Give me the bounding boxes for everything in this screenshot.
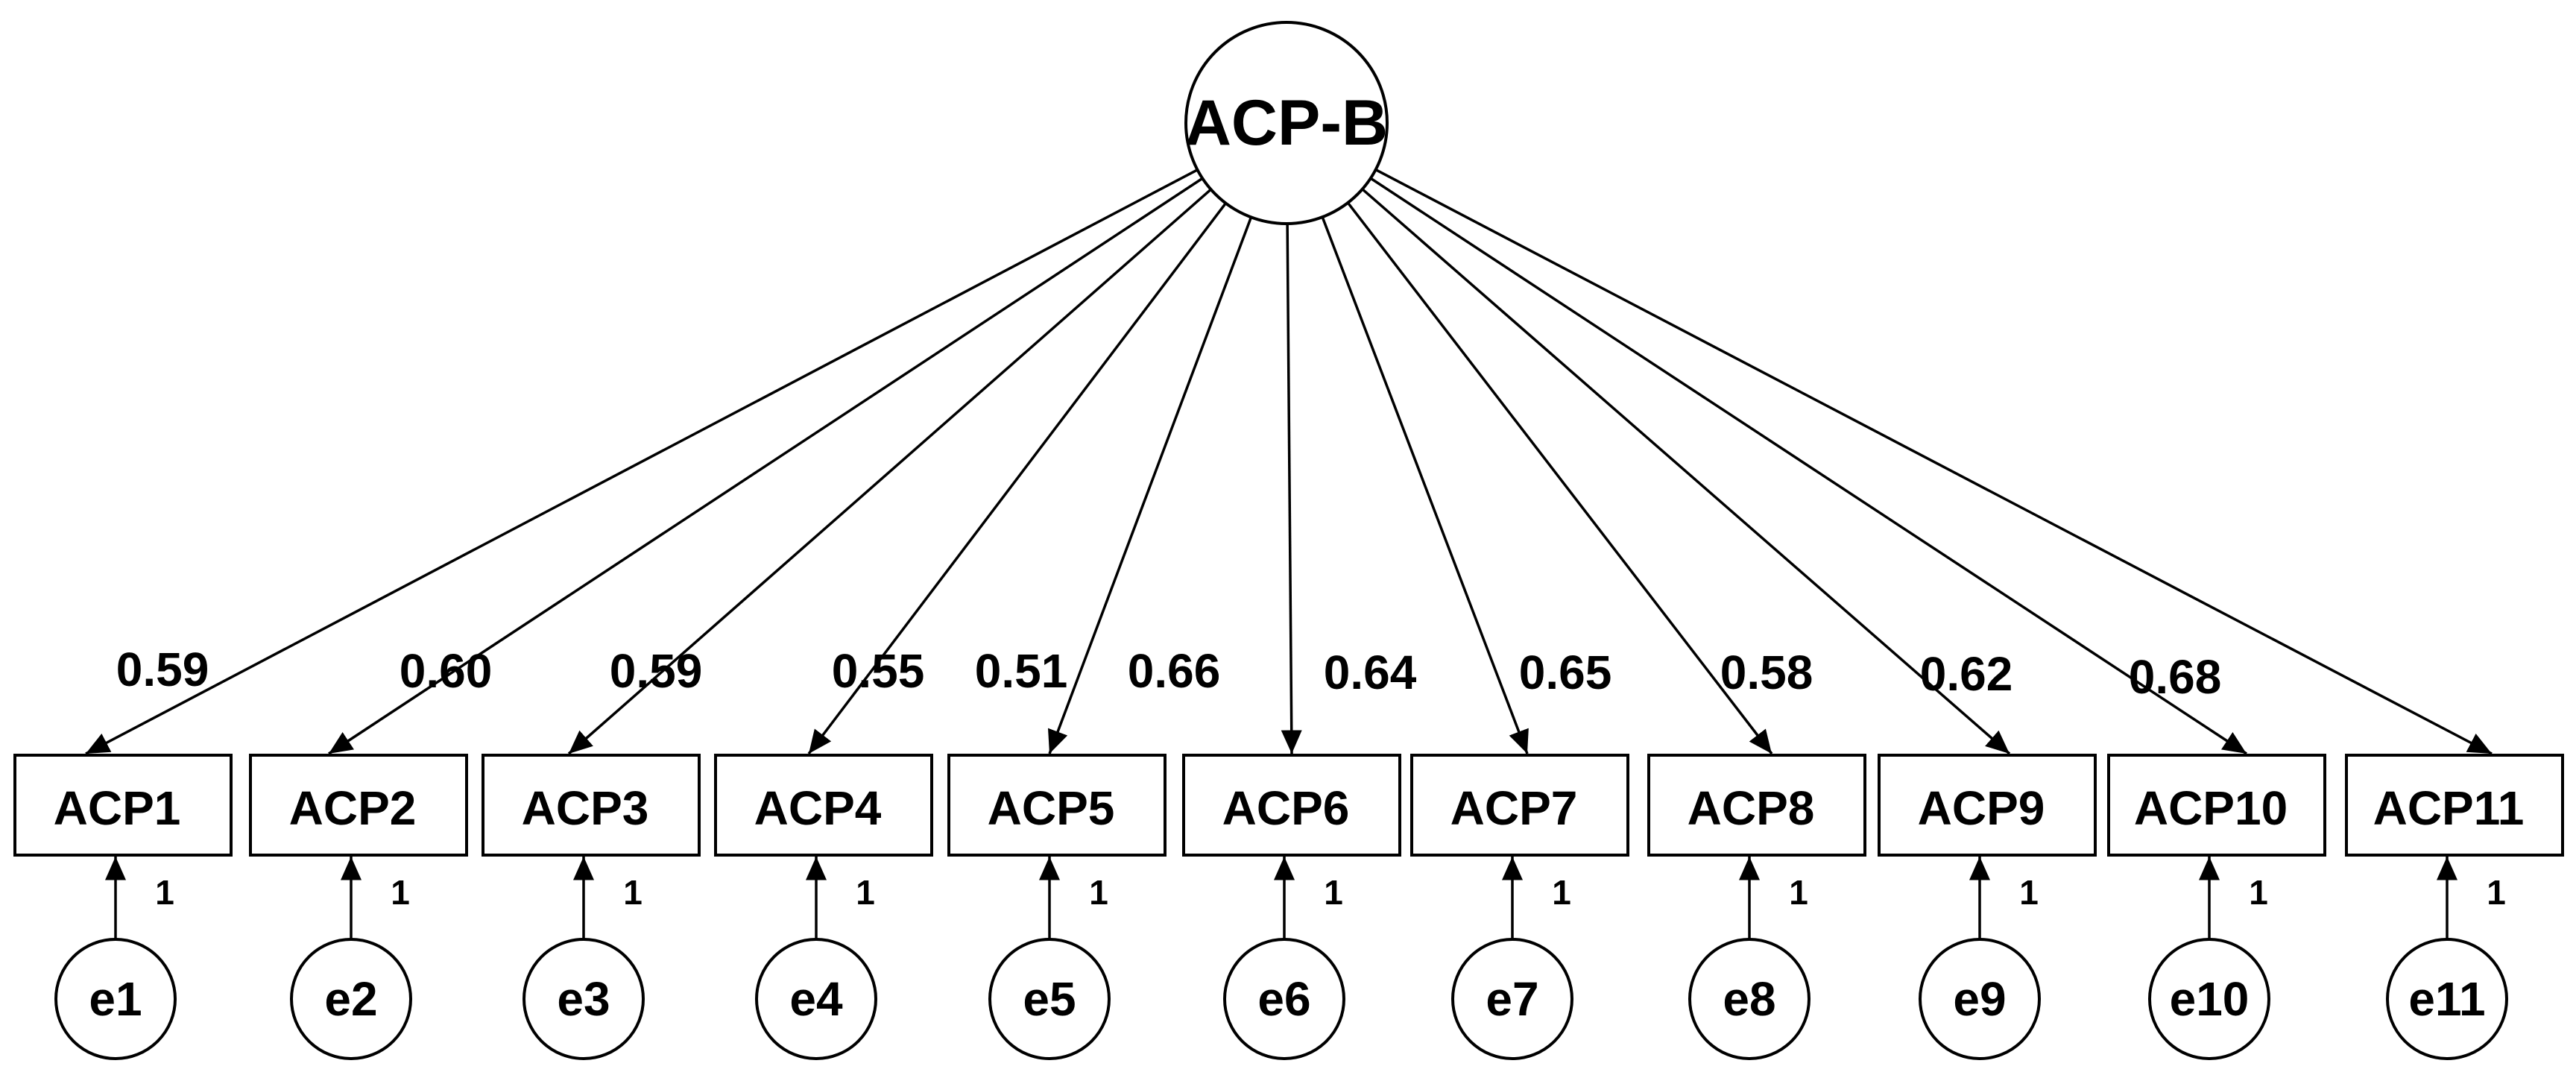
error-circle-e6 xyxy=(1223,938,1345,1060)
error-label-e2: e2 xyxy=(324,972,377,1026)
loading-value-acp5: 0.51 xyxy=(975,644,1068,698)
indicator-label-acp11: ACP11 xyxy=(2373,781,2525,835)
error-path-fixed-e11: 1 xyxy=(2487,873,2506,912)
error-label-e1: e1 xyxy=(89,972,142,1026)
loading-value-acp9: 0.58 xyxy=(1720,646,1813,699)
indicator-label-acp1: ACP1 xyxy=(54,781,181,835)
error-label-e6: e6 xyxy=(1257,972,1310,1026)
latent-label: ACP-B xyxy=(1185,87,1388,159)
error-path-fixed-e8: 1 xyxy=(1789,873,1808,912)
error-circle-e8 xyxy=(1688,938,1811,1060)
indicator-box-acp7 xyxy=(1410,754,1629,857)
error-label-e11: e11 xyxy=(2408,972,2485,1026)
indicator-box-acp8 xyxy=(1647,754,1866,857)
loading-arrow-acp7 xyxy=(1321,216,1529,754)
indicator-box-acp4 xyxy=(714,754,933,857)
loading-arrow-acp1 xyxy=(85,168,1199,755)
loading-value-acp6: 0.66 xyxy=(1128,644,1221,698)
indicator-box-acp11 xyxy=(2345,754,2564,857)
error-circle-e7 xyxy=(1451,938,1573,1060)
latent-circle xyxy=(1184,21,1389,225)
error-circle-e1 xyxy=(54,938,177,1060)
error-path-fixed-e2: 1 xyxy=(391,873,410,912)
loading-arrow-acp4 xyxy=(807,202,1227,755)
loading-value-acp1: 0.59 xyxy=(116,643,209,696)
indicator-label-acp5: ACP5 xyxy=(988,781,1115,835)
loading-arrow-acp3 xyxy=(567,188,1212,755)
error-label-e9: e9 xyxy=(1953,972,2006,1026)
error-circle-e5 xyxy=(988,938,1111,1060)
indicator-box-acp5 xyxy=(947,754,1167,857)
error-label-e7: e7 xyxy=(1486,972,1538,1026)
loading-arrow-acp2 xyxy=(328,177,1204,755)
error-label-e5: e5 xyxy=(1023,972,1076,1026)
loading-value-acp2: 0.60 xyxy=(400,644,493,698)
indicator-box-acp3 xyxy=(482,754,701,857)
loading-arrow-acp8 xyxy=(1346,201,1773,755)
error-label-e3: e3 xyxy=(557,972,610,1026)
indicator-box-acp10 xyxy=(2107,754,2326,857)
loading-arrow-acp6 xyxy=(1281,223,1302,754)
indicator-label-acp6: ACP6 xyxy=(1222,781,1350,835)
loading-arrow-acp9 xyxy=(1361,188,2011,755)
indicator-label-acp3: ACP3 xyxy=(522,781,649,835)
indicator-box-acp1 xyxy=(13,754,233,857)
error-path-fixed-e10: 1 xyxy=(2249,873,2268,912)
indicator-label-acp9: ACP9 xyxy=(1918,781,2045,835)
error-path-fixed-e5: 1 xyxy=(1089,873,1108,912)
error-circle-e10 xyxy=(2148,938,2270,1060)
error-path-fixed-e3: 1 xyxy=(623,873,643,912)
indicator-label-acp10: ACP10 xyxy=(2134,781,2288,835)
indicator-label-acp4: ACP4 xyxy=(754,781,882,835)
loading-value-acp8: 0.65 xyxy=(1519,646,1612,699)
error-label-e8: e8 xyxy=(1723,972,1775,1026)
loading-arrow-acp11 xyxy=(1374,168,2493,755)
error-circle-e3 xyxy=(523,938,645,1060)
loading-arrow-acp10 xyxy=(1369,177,2247,755)
error-circle-e2 xyxy=(290,938,412,1060)
indicator-label-acp8: ACP8 xyxy=(1688,781,1815,835)
loading-arrow-acp5 xyxy=(1047,216,1253,754)
error-path-fixed-e7: 1 xyxy=(1552,873,1571,912)
error-circle-e4 xyxy=(755,938,877,1060)
indicator-label-acp2: ACP2 xyxy=(289,781,417,835)
latent-node: ACP-B xyxy=(1184,21,1389,225)
loading-value-acp3: 0.59 xyxy=(610,644,703,698)
loading-value-acp7: 0.64 xyxy=(1324,646,1417,699)
error-label-e4: e4 xyxy=(789,972,843,1026)
loading-value-acp10: 0.62 xyxy=(1920,647,2013,701)
error-path-fixed-e6: 1 xyxy=(1324,873,1343,912)
error-path-fixed-e1: 1 xyxy=(155,873,174,912)
indicator-box-acp2 xyxy=(249,754,468,857)
indicator-label-acp7: ACP7 xyxy=(1450,781,1578,835)
error-path-fixed-e9: 1 xyxy=(2019,873,2039,912)
loading-value-acp4: 0.55 xyxy=(832,644,925,698)
error-circle-e9 xyxy=(1919,938,2041,1060)
error-path-fixed-e4: 1 xyxy=(856,873,875,912)
loading-value-acp11: 0.68 xyxy=(2129,650,2222,704)
indicator-box-acp9 xyxy=(1878,754,2097,857)
error-label-e10: e10 xyxy=(2170,972,2250,1026)
error-circle-e11 xyxy=(2386,938,2508,1060)
indicator-box-acp6 xyxy=(1182,754,1401,857)
